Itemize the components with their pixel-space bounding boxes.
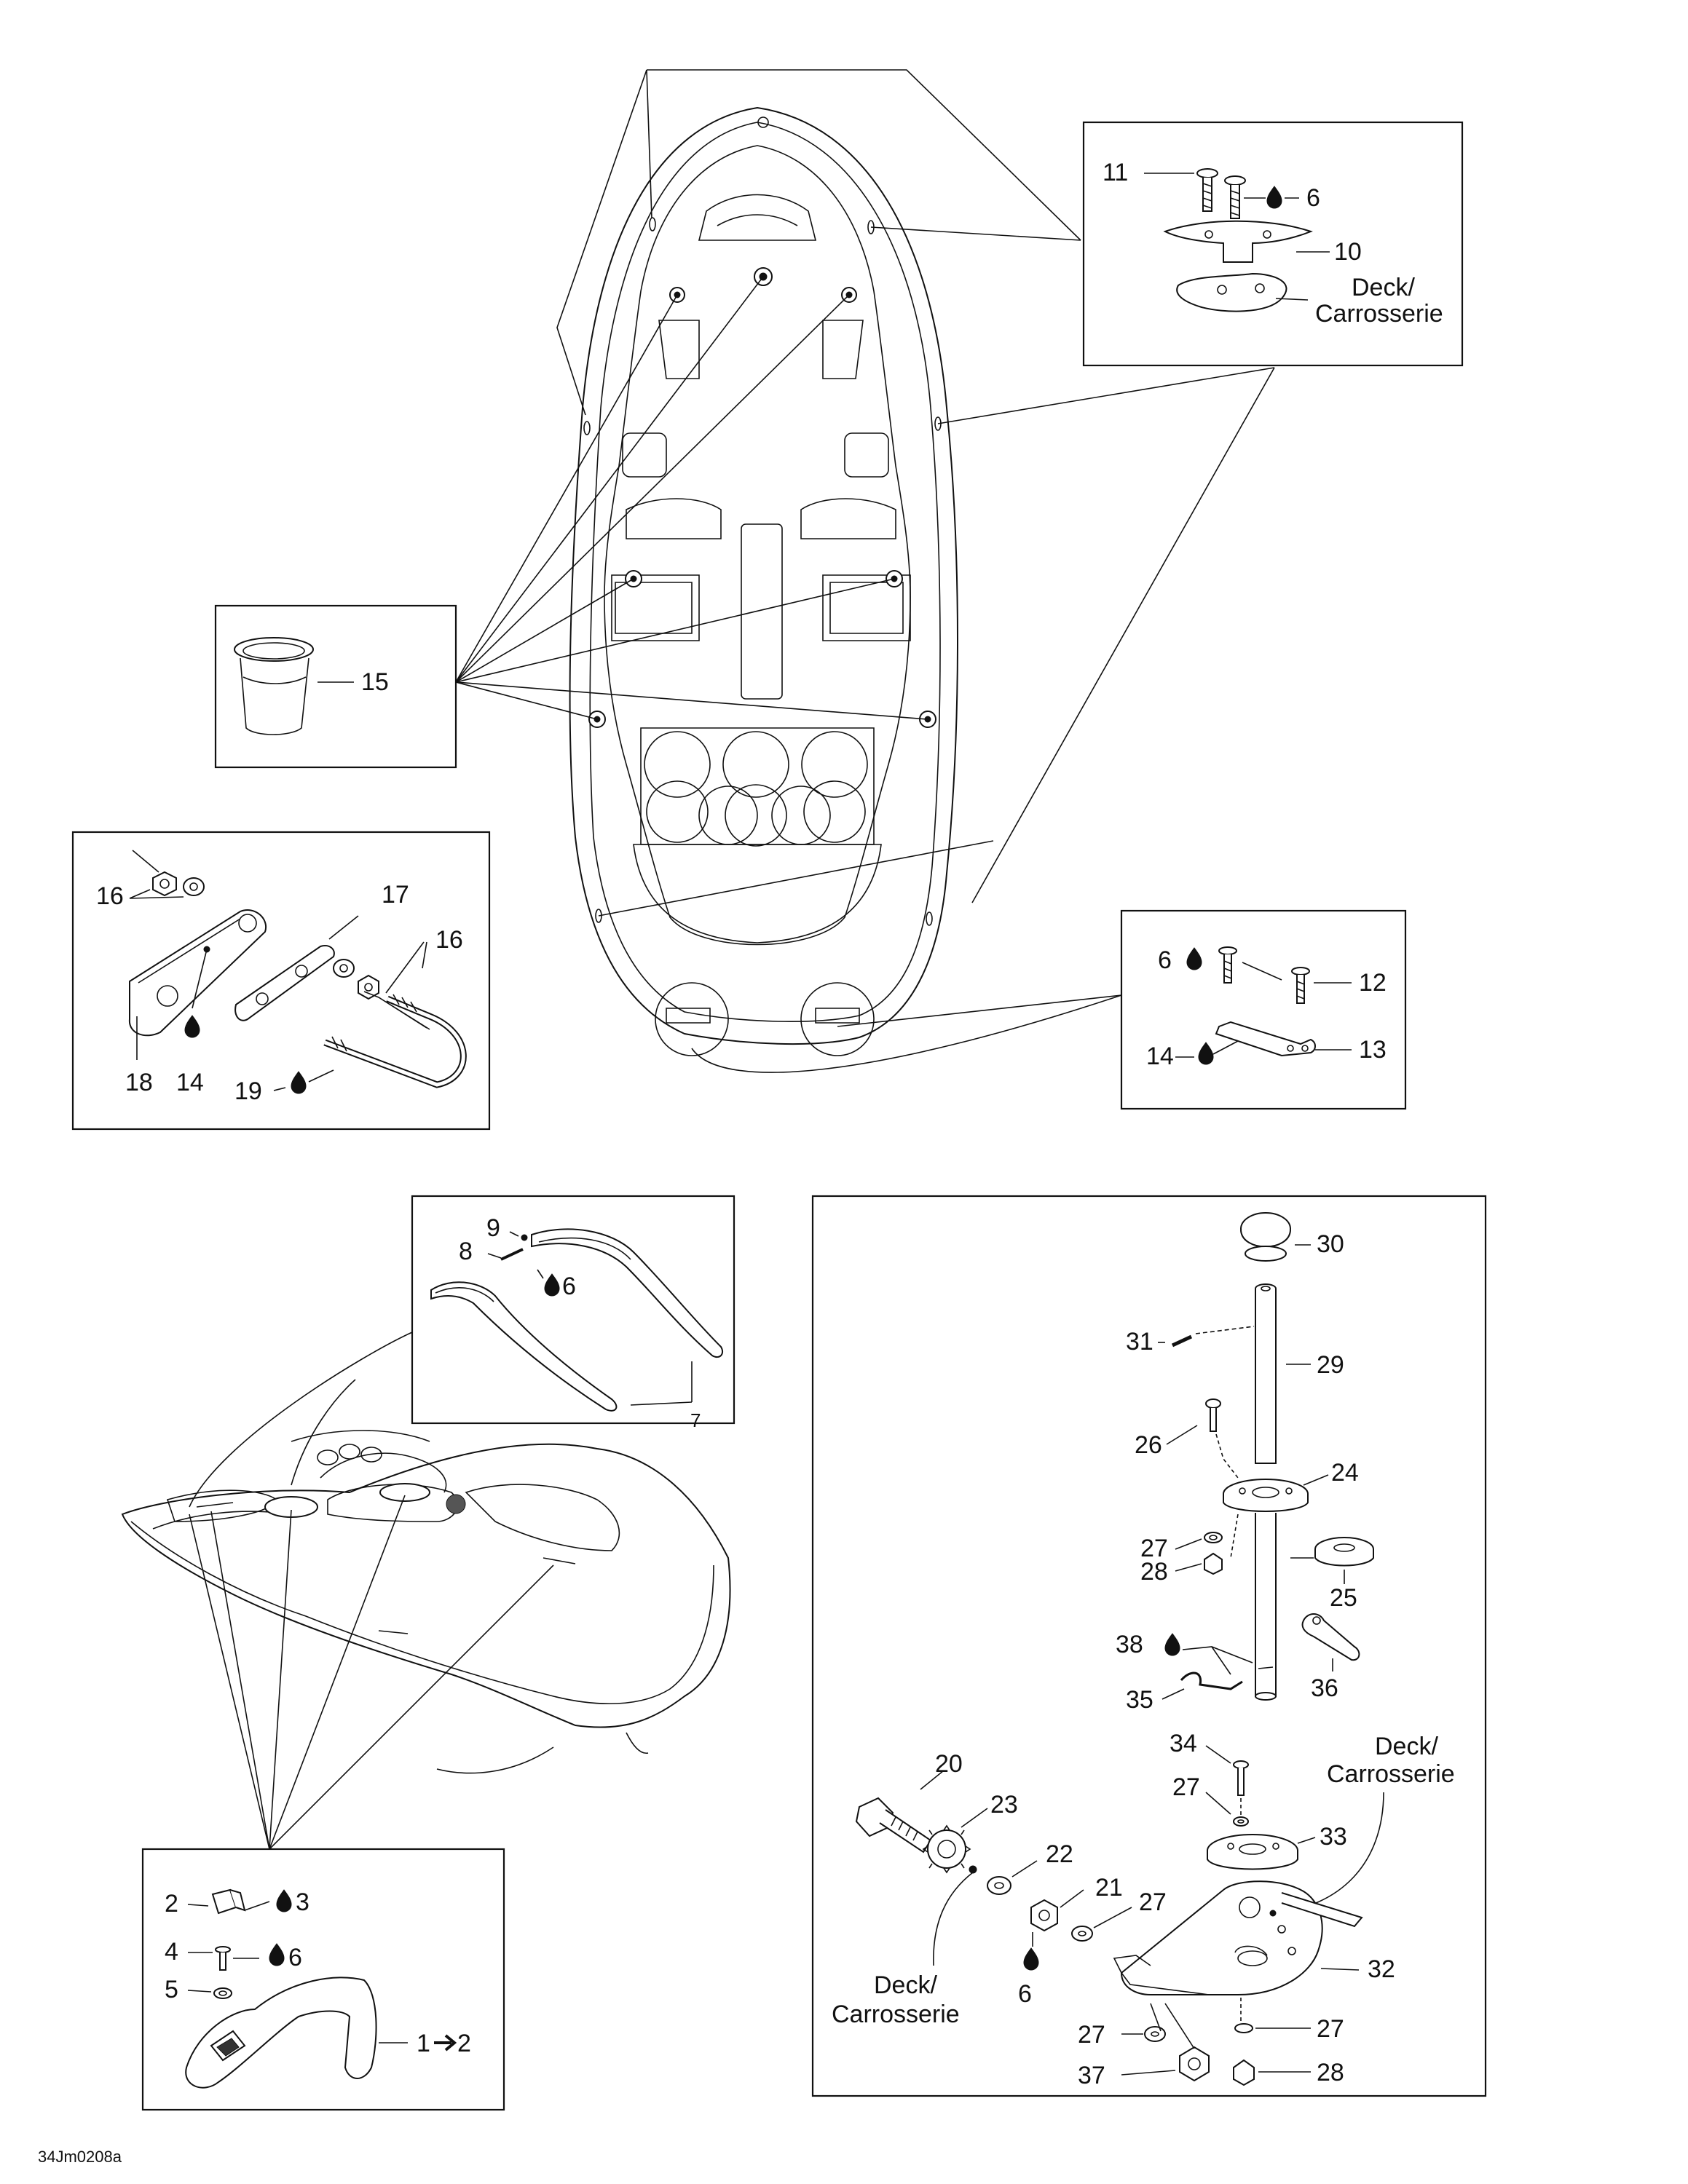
drop-icon <box>291 1071 307 1094</box>
label-23: 23 <box>990 1791 1018 1819</box>
label-6: 6 <box>1306 184 1320 212</box>
label-16b: 16 <box>435 926 463 954</box>
reference-code: 34Jm0208a <box>38 2148 122 2166</box>
label-6d: 6 <box>288 1944 302 1971</box>
label-18: 18 <box>125 1069 153 1096</box>
cup-holder-marks <box>588 267 936 728</box>
leader-lines-top <box>455 69 1275 1073</box>
label-27e: 27 <box>1078 2021 1105 2049</box>
label-8: 8 <box>459 1238 473 1265</box>
label-27c: 27 <box>1317 2015 1344 2043</box>
deck-top-view <box>569 106 958 1056</box>
label-36: 36 <box>1311 1674 1338 1702</box>
deck-label-3: Deck/ <box>874 1971 937 1999</box>
label-16a: 16 <box>96 882 124 910</box>
label-25: 25 <box>1330 1584 1357 1612</box>
label-5: 5 <box>165 1976 178 2003</box>
label-34: 34 <box>1170 1730 1197 1757</box>
label-15: 15 <box>361 668 389 696</box>
deck-label-fr-1: Carrosserie <box>1315 300 1443 328</box>
drop-icon <box>1198 1042 1214 1065</box>
deck-patch <box>1176 272 1287 312</box>
label-28a: 28 <box>1140 1558 1168 1586</box>
tie-down-box <box>71 831 491 1131</box>
label-9: 9 <box>486 1214 500 1242</box>
stern-handle-detail: 6 12 13 14 <box>1146 946 1387 1070</box>
pylon-box <box>811 1195 1487 2097</box>
grab-handle-detail: 9 8 6 7 <box>430 1214 724 1431</box>
label-38: 38 <box>1116 1631 1143 1658</box>
label-7: 7 <box>690 1409 701 1431</box>
cleat <box>1163 220 1313 263</box>
label-28b: 28 <box>1317 2059 1344 2086</box>
grab-handle-box <box>411 1195 735 1425</box>
bolt-20 <box>855 1797 932 1853</box>
label-27a: 27 <box>1140 1535 1168 1562</box>
label-33: 33 <box>1320 1823 1347 1851</box>
drop-icon <box>544 1273 560 1297</box>
cup-holder-box <box>214 604 457 769</box>
cup-holder: 15 <box>234 637 389 735</box>
label-4: 4 <box>165 1938 178 1966</box>
label-10: 10 <box>1334 238 1362 266</box>
label-11: 11 <box>1103 159 1128 186</box>
label-29: 29 <box>1317 1351 1344 1379</box>
label-13: 13 <box>1359 1036 1387 1064</box>
label-6e: 6 <box>1018 1980 1032 2008</box>
u-bolt <box>323 994 467 1088</box>
boat-perspective-view <box>121 1430 731 1774</box>
drop-icon <box>269 1943 285 1966</box>
label-37: 37 <box>1078 2062 1105 2089</box>
deck-label-fr-2: Carrosserie <box>1327 1760 1455 1788</box>
sprocket-23 <box>922 1824 971 1874</box>
deck-label-fr-3: Carrosserie <box>832 2001 960 2028</box>
label-32: 32 <box>1368 1955 1395 1983</box>
pylon-detail: 30 29 31 26 24 25 <box>832 1212 1455 2089</box>
label-14a: 14 <box>176 1069 204 1096</box>
cleat-detail-box <box>1082 121 1464 367</box>
label-14b: 14 <box>1146 1042 1174 1070</box>
label-12: 12 <box>1359 969 1387 997</box>
label-1: 1 <box>417 2030 430 2057</box>
drop-icon <box>1266 186 1282 209</box>
label-22: 22 <box>1046 1840 1073 1868</box>
label-27d: 27 <box>1139 1888 1167 1916</box>
arrow-icon <box>434 2034 457 2052</box>
label-6b: 6 <box>1158 946 1172 974</box>
label-35: 35 <box>1126 1686 1153 1714</box>
cleat-detail: 11 6 10 Deck/ Carrosserie <box>1103 159 1443 328</box>
handle-detail: 2 3 4 6 5 1 2 <box>165 1888 471 2089</box>
label-17: 17 <box>382 881 409 909</box>
label-21: 21 <box>1095 1874 1123 1902</box>
label-31: 31 <box>1126 1328 1153 1356</box>
stern-handle-box <box>1120 909 1407 1110</box>
label-6c: 6 <box>562 1273 576 1300</box>
tie-down-detail: 16 17 16 18 14 <box>96 850 467 1105</box>
label-26: 26 <box>1135 1431 1162 1459</box>
label-30: 30 <box>1317 1230 1344 1258</box>
label-2: 2 <box>165 1890 178 1918</box>
deck-label-1: Deck/ <box>1352 274 1415 301</box>
label-3: 3 <box>296 1888 309 1916</box>
label-20: 20 <box>935 1750 963 1778</box>
screw-11 <box>1196 168 1246 219</box>
drop-icon <box>184 1015 200 1038</box>
label-24: 24 <box>1331 1459 1359 1487</box>
drop-icon <box>1023 1947 1039 1971</box>
drop-icon <box>276 1889 292 1912</box>
label-27b: 27 <box>1172 1773 1200 1801</box>
handle-box <box>141 1848 505 2111</box>
drop-icon <box>1164 1633 1180 1656</box>
deck-label-2: Deck/ <box>1375 1733 1438 1760</box>
leader-lines-bottom <box>189 1332 554 1850</box>
label-2b: 2 <box>457 2030 471 2057</box>
drop-icon <box>1186 947 1202 970</box>
label-19: 19 <box>234 1077 262 1105</box>
